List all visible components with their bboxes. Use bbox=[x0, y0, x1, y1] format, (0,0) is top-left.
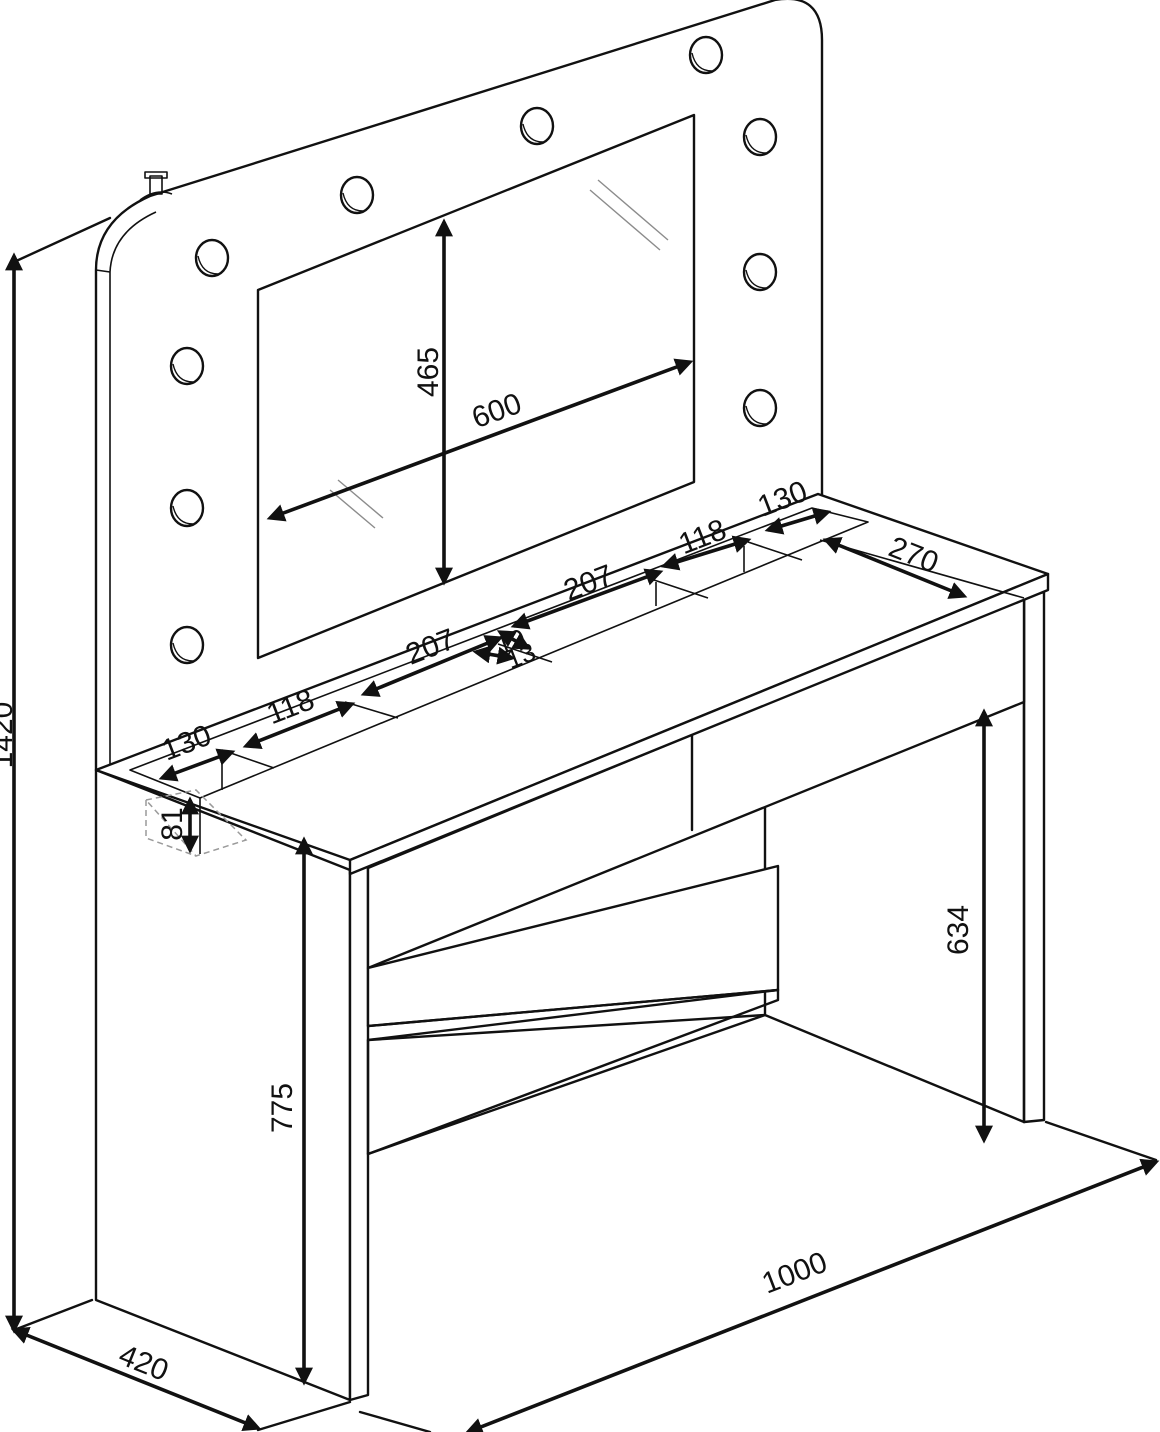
table-height-label: 775 bbox=[266, 1083, 299, 1133]
bulb-icon bbox=[688, 35, 724, 75]
leg-clearance-label: 634 bbox=[942, 905, 975, 955]
bulb-icon bbox=[194, 238, 230, 278]
floor-guides bbox=[12, 216, 1158, 1432]
bulb-icon bbox=[339, 175, 375, 215]
dimension-arrows bbox=[5, 218, 1160, 1432]
bulb-icon bbox=[169, 346, 205, 386]
wall-hook-icon bbox=[139, 171, 173, 201]
bulb-icon bbox=[169, 488, 205, 528]
tray-height-label: 81 bbox=[156, 807, 189, 840]
bulb-icon bbox=[169, 625, 205, 665]
bulb-icon bbox=[742, 117, 778, 157]
bulb-icon bbox=[519, 106, 555, 146]
depth-label: 420 bbox=[114, 1339, 173, 1388]
total-height-label: 1420 bbox=[0, 702, 19, 769]
table-body bbox=[94, 492, 1050, 1402]
bulb-icon bbox=[742, 388, 778, 428]
vanity-bulbs bbox=[169, 35, 778, 665]
mirror-height-label: 465 bbox=[412, 347, 445, 397]
bulb-icon bbox=[742, 252, 778, 292]
